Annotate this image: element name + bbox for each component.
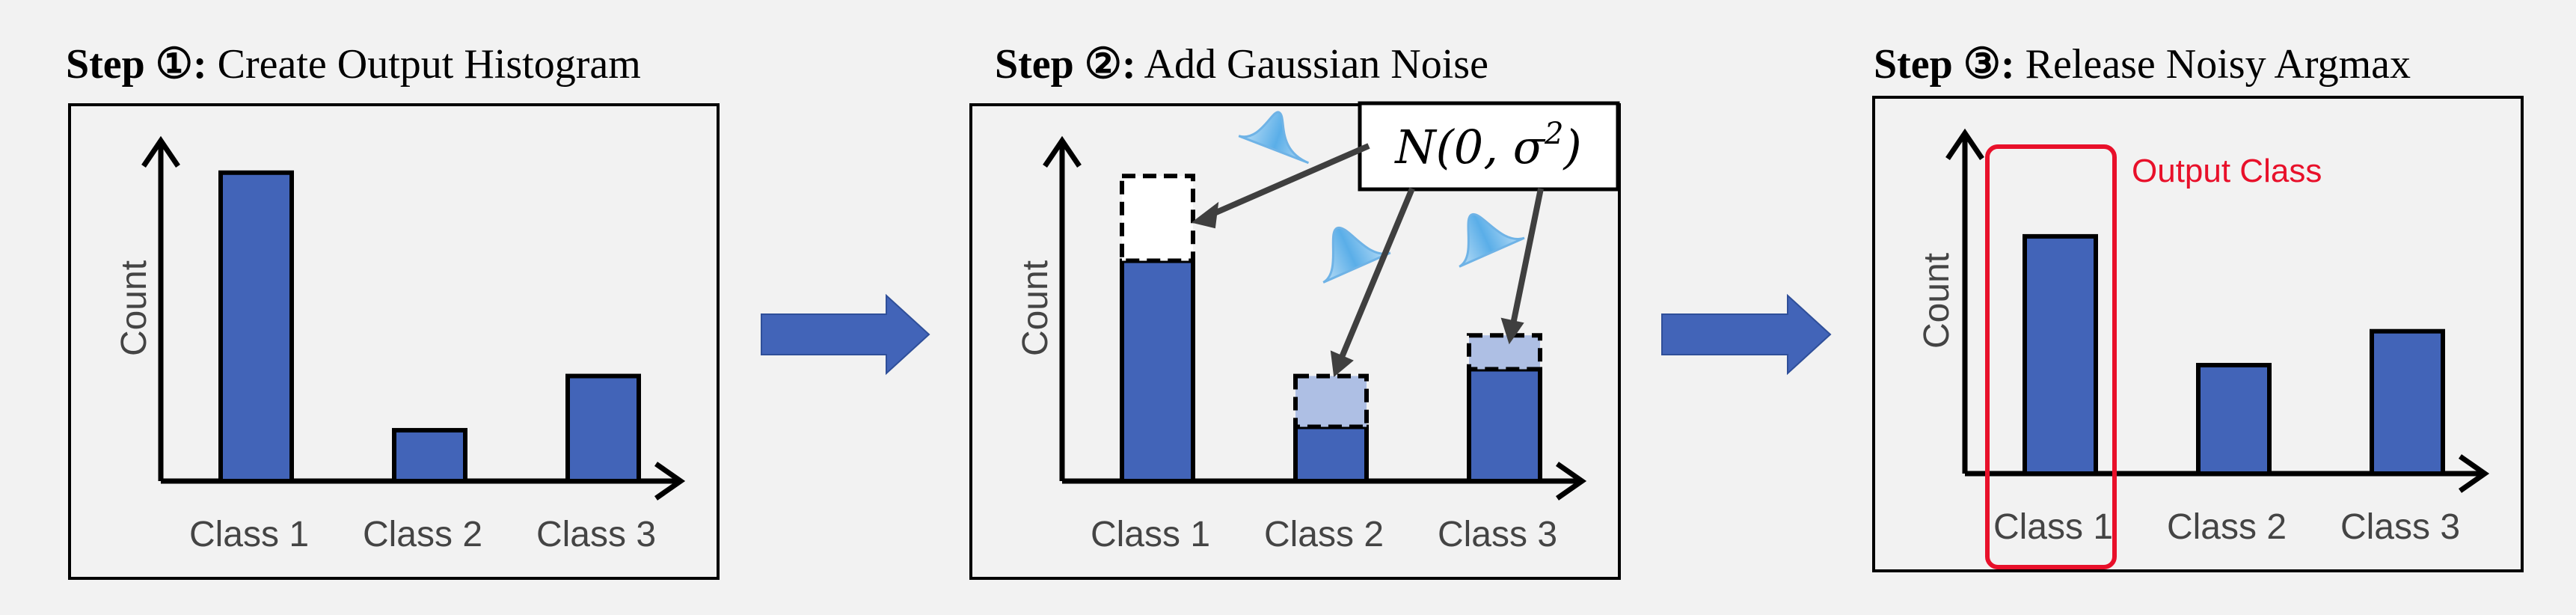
flow-arrow-icon [761, 293, 930, 376]
flow-arrow-icon [1661, 293, 1832, 376]
step-1-title: Step ①: Create Output Histogram [66, 41, 641, 88]
step-2-y-axis-head [1043, 135, 1082, 168]
noise-pointer-arrows [1191, 143, 1544, 377]
step-2-class-1-label: Class 1 [1091, 515, 1210, 554]
step-3-y-axis-head [1945, 128, 1984, 160]
step-3-class-3-label: Class 3 [2340, 507, 2460, 547]
gaussian-bell-icon [1322, 227, 1391, 284]
step-1-bar-class-3 [565, 373, 641, 483]
step-1-class-3-label: Class 3 [536, 515, 656, 554]
output-class-highlight [1985, 144, 2117, 569]
step-2-bar-class-2 [1293, 424, 1369, 484]
step-2-noise-box-class-2 [1293, 373, 1369, 429]
step-1-class-1-label: Class 1 [189, 515, 309, 554]
svg-text:N(0, σ2): N(0, σ2) [1393, 117, 1581, 174]
step-3-bar-class-3 [2370, 328, 2445, 476]
step-3-chart: Count Class 1 Class 2 Class 3 [1917, 128, 2490, 547]
step-2-bar-class-3 [1467, 367, 1542, 484]
step-3-bar-class-2 [2196, 363, 2272, 477]
step-1-bar-class-1 [218, 170, 294, 484]
step-1-frame [68, 103, 720, 580]
step-2-class-2-label: Class 2 [1264, 515, 1384, 554]
step-2-x-axis-head [1555, 462, 1587, 501]
step-3-x-axis-head [2458, 454, 2490, 493]
step-1-x-axis-head [654, 462, 686, 501]
step-2-class-3-label: Class 3 [1438, 515, 1557, 554]
noise-distribution-label: N(0, σ2) [1358, 101, 1620, 192]
step-1-bar-class-2 [392, 428, 467, 483]
panel-step-2: Step ②: Add Gaussian Noise Count Class 1… [969, 41, 1621, 580]
panel-step-3: Step ③: Release Noisy Argmax Count Class… [1872, 41, 2524, 572]
gaussian-bell-icon [1459, 213, 1525, 268]
step-3-class-1-label: Class 1 [1993, 507, 2113, 547]
step-2-title: Step ②: Add Gaussian Noise [995, 41, 1488, 88]
step-1-y-label: Count [114, 260, 154, 356]
step-2-chart: Count Class 1 Class 2 Class 3 [1016, 135, 1587, 554]
output-class-label: Output Class [2132, 153, 2322, 189]
gaussian-bell-icon [1238, 111, 1310, 165]
step-1-chart: Count Class 1 Class 2 Class 3 [114, 135, 686, 554]
step-2-noise-box-class-3 [1467, 333, 1542, 372]
step-3-class-2-label: Class 2 [2167, 507, 2287, 547]
step-3-bar-class-1 [2023, 233, 2098, 476]
step-1-class-2-label: Class 2 [363, 515, 482, 554]
step-2-noise-box-class-1 [1120, 174, 1195, 263]
step-2-y-label: Count [1016, 260, 1055, 356]
panel-step-1: Step ①: Create Output Histogram Count Cl… [66, 41, 720, 580]
step-3-y-label: Count [1917, 253, 1957, 349]
step-3-title: Step ③: Release Noisy Argmax [1874, 41, 2411, 88]
step-2-bar-class-1 [1120, 258, 1195, 483]
step-1-y-axis-head [141, 135, 180, 168]
